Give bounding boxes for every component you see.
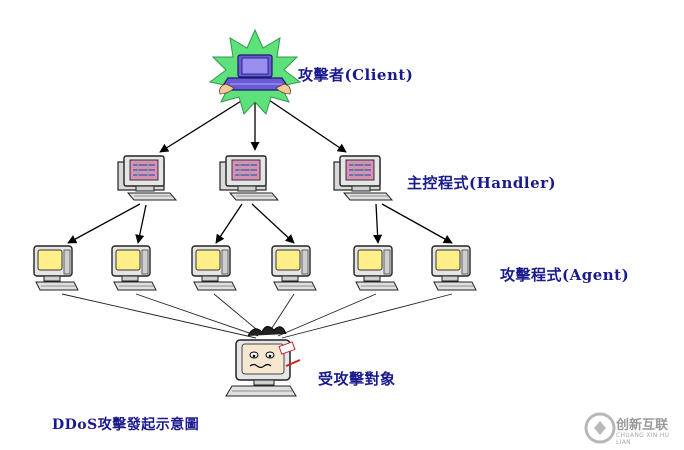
arrow-handler2-agent4 xyxy=(251,203,295,244)
watermark-subtitle: CHUANG XIN HU LIAN xyxy=(616,432,670,446)
agent-label: 攻擊程式(Agent) xyxy=(500,266,630,284)
agent-computer-icon xyxy=(191,245,237,291)
agent-computer-icon xyxy=(33,245,79,291)
agent-computer-icon xyxy=(111,245,157,291)
agent-victim-lines xyxy=(61,293,453,339)
handler-label: 主控程式(Handler) xyxy=(407,174,557,192)
attacker-laptop-icon xyxy=(208,28,302,115)
client-label: 攻擊者(Client) xyxy=(298,66,414,84)
victim-label: 受攻擊對象 xyxy=(318,370,396,388)
arrow-handler1-agent1 xyxy=(67,203,141,244)
arrow-handler3-agent6 xyxy=(381,203,453,244)
arrow-client-handler-1 xyxy=(159,97,247,153)
watermark-logo-icon xyxy=(584,412,616,444)
handler-computer-icon xyxy=(117,155,177,201)
victim-computer-icon xyxy=(225,326,301,397)
arrow-handler3-agent5 xyxy=(373,203,383,244)
agent-computer-icon xyxy=(271,245,317,291)
watermark: 创新互联 CHUANG XIN HU LIAN xyxy=(580,406,684,450)
arrow-handler1-agent2 xyxy=(135,204,147,244)
agent-computer-icon xyxy=(431,245,477,291)
arrow-client-handler-3 xyxy=(265,97,347,153)
agent-computer-icon xyxy=(353,245,399,291)
diagram-caption: DDoS攻擊發起示意圖 xyxy=(52,417,200,433)
handler-computer-icon xyxy=(219,155,279,201)
handler-computer-icon xyxy=(333,155,393,201)
watermark-name: 创新互联 xyxy=(616,418,669,433)
arrow-handler2-agent3 xyxy=(215,203,243,244)
